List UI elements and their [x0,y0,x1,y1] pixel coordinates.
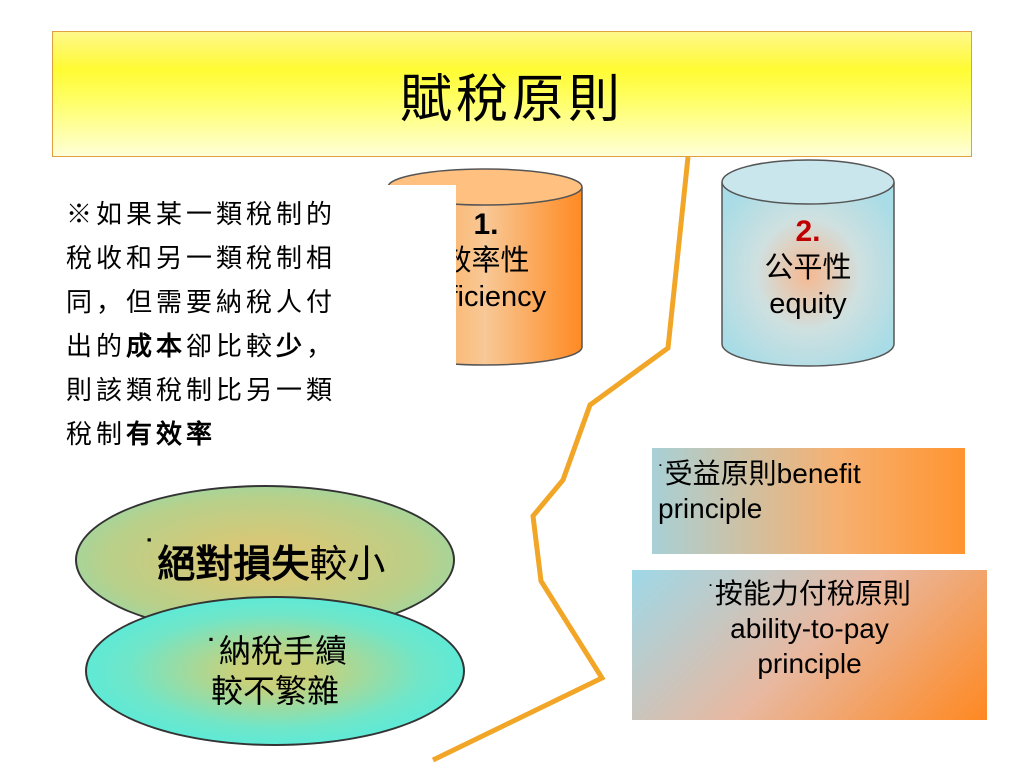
cylinder1-label-zh: 效率性 [442,245,530,277]
cylinder2-number: 2. [795,215,821,248]
ellipse2-line2: 較不繁雜 [210,672,339,710]
ellipse-procedure: ˙納稅手續較不繁雜 [85,596,465,746]
note-line-1: ※如果某一類稅制的 [66,200,337,230]
ellipse1-rest: 較小 [309,541,386,586]
efficiency-note: ※如果某一類稅制的 稅收和另一類稅制相 同，但需要納稅人付 出的成本卻比較少， … [56,185,456,485]
principle2-text2: ability-to-pay [730,613,889,644]
principle2-text3: principle [757,648,862,679]
cylinder-equity: 2. 公平性 equity [720,158,896,368]
note-line-2: 稅收和另一類稅制相 [66,244,337,274]
benefit-principle-box: ˙受益原則benefit principle [652,448,965,554]
note-line-5: 則該類稅制比另一類 [66,376,337,406]
title-box: 賦稅原則 [52,31,972,157]
principle1-text2: principle [658,493,763,524]
slide-title: 賦稅原則 [399,69,624,130]
ability-to-pay-principle-box: ˙按能力付稅原則 ability-to-pay principle [632,570,987,720]
ellipse2-line1: 納稅手續 [218,632,347,670]
ellipse1-bold: 絕對損失 [157,541,310,586]
note-line-3: 同，但需要納稅人付 [66,288,337,318]
note-line-6: 稅制有效率 [66,420,217,450]
note-line-4: 出的成本卻比較少， [66,332,337,362]
principle2-text1: 按能力付稅原則 [714,578,911,609]
principle1-text1: 受益原則benefit [664,458,861,489]
cylinder2-label-en: equity [769,288,847,320]
cylinder1-number: 1. [473,208,499,241]
cylinder2-label-zh: 公平性 [764,252,852,284]
